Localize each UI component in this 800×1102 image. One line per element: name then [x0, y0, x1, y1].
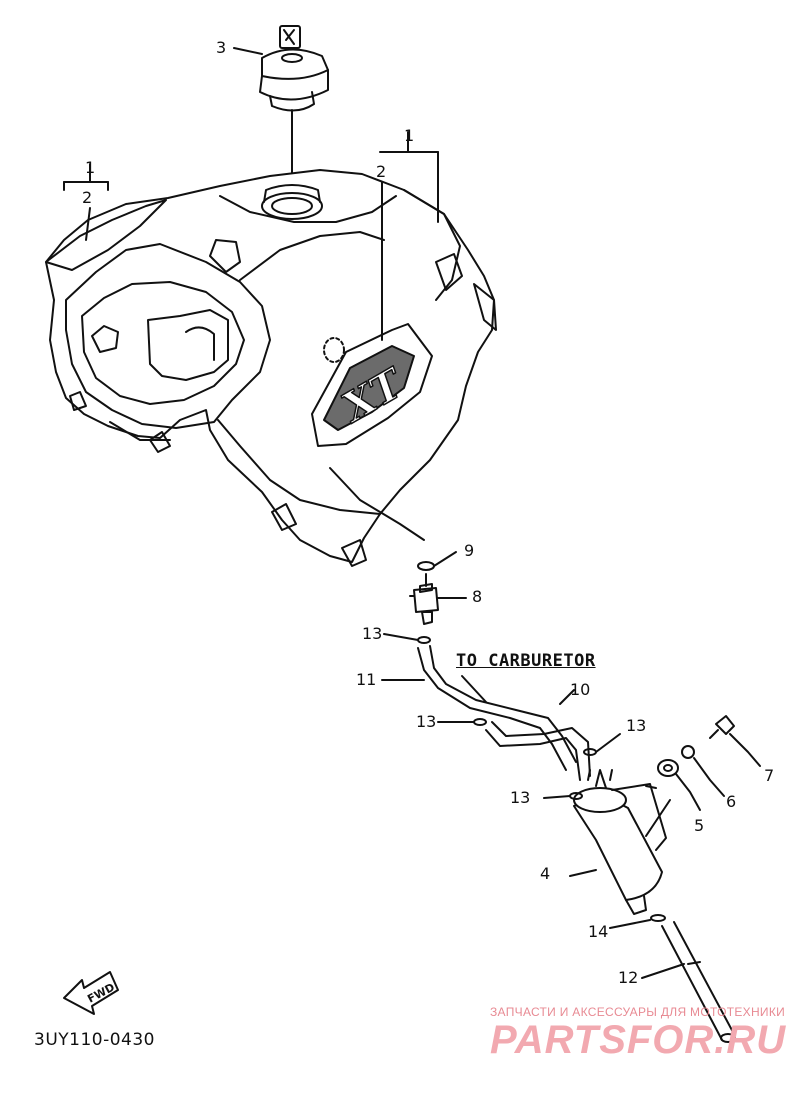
bolt: [709, 715, 761, 767]
o-ring: [417, 561, 435, 571]
fuel-cap: [259, 25, 329, 112]
part-label-5: 5: [694, 816, 705, 835]
part-label-12: 12: [618, 968, 639, 987]
part-label-13-d: 13: [510, 788, 531, 807]
fuel-tank: [45, 169, 497, 567]
rubber-damper: [657, 759, 701, 811]
callout-to-carburetor: TO CARBURETOR: [456, 651, 596, 671]
diagram-code: 3UY110-0430: [34, 1030, 155, 1050]
watermark-brand[interactable]: PARTSFOR.RU: [490, 1018, 787, 1062]
part-label-8: 8: [472, 587, 483, 606]
part-label-4: 4: [540, 864, 551, 883]
fwd-arrow: [63, 971, 119, 1015]
part-label-3: 3: [216, 38, 227, 57]
fuel-hose-10: [485, 721, 591, 781]
collar: [681, 745, 725, 797]
part-label-2-right: 2: [376, 162, 387, 181]
part-label-9: 9: [464, 541, 475, 560]
part-label-1-right: 1: [404, 126, 415, 145]
part-label-2-left: 2: [82, 188, 93, 207]
part-label-11: 11: [356, 670, 377, 689]
part-label-10: 10: [570, 680, 591, 699]
fuel-hose-12: [661, 921, 736, 1043]
hose-clip: [417, 636, 431, 644]
fuel-filter: [573, 769, 667, 915]
part-label-13-a: 13: [362, 624, 383, 643]
fuel-cock: [409, 583, 445, 625]
part-label-6: 6: [726, 792, 737, 811]
part-label-14: 14: [588, 922, 609, 941]
part-label-13-c: 13: [626, 716, 647, 735]
part-label-1-left: 1: [85, 158, 96, 177]
part-label-13-b: 13: [416, 712, 437, 731]
watermark-tagline: ЗАПЧАСТИ И АКСЕССУАРЫ ДЛЯ МОТОТЕХНИКИ: [490, 1005, 786, 1019]
part-label-7: 7: [764, 766, 775, 785]
